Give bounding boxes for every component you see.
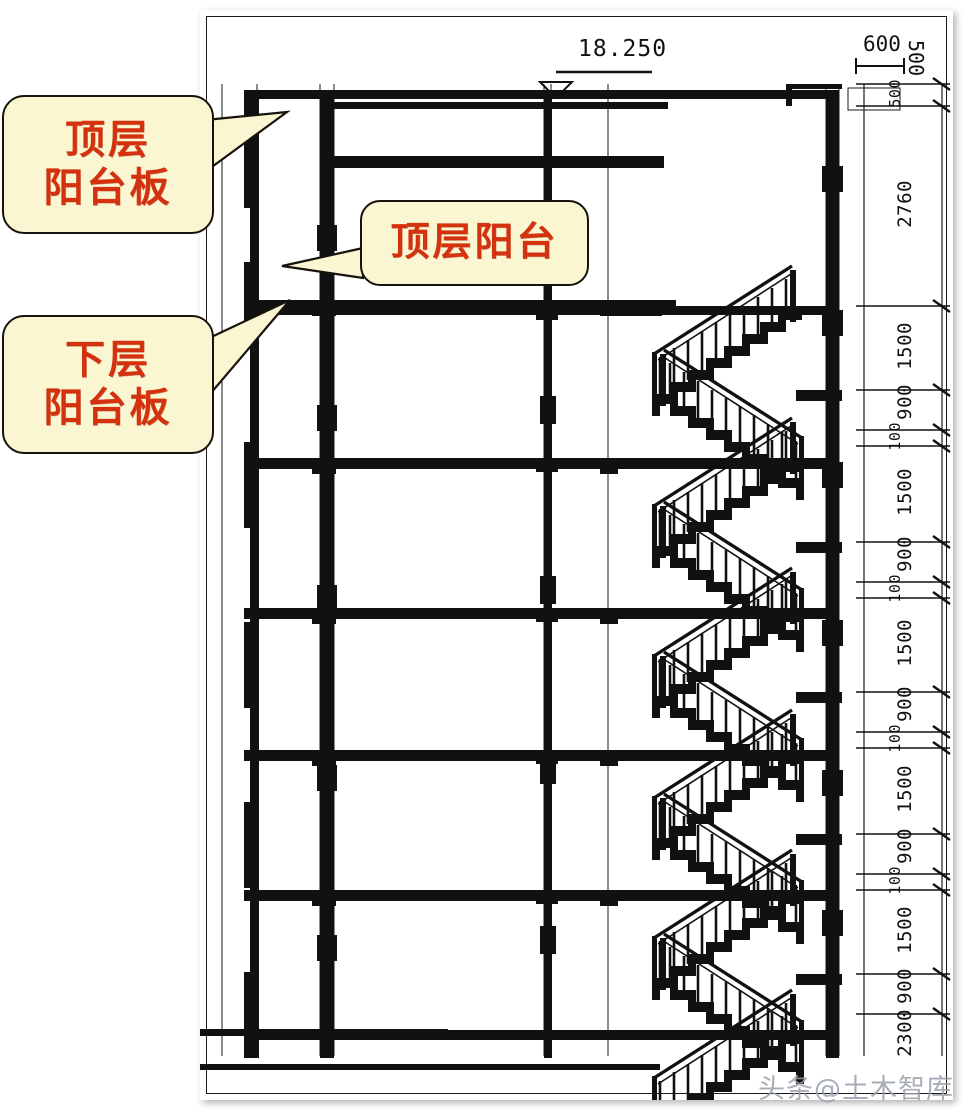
callout-line-2: 阳台板 [43,165,173,210]
callout-top-floor-balcony: 顶层阳台 [360,200,589,286]
dimension-label: 100 [886,574,904,603]
callout-line-2: 阳台板 [43,385,173,430]
dimension-label: 2760 [894,180,916,228]
callout-top-floor-balcony-slab: 顶层 阳台板 [2,95,214,234]
dimension-label: 900 [894,968,916,1004]
elevation-marker [537,70,652,100]
watermark: 头条@土木智库 [758,1074,954,1105]
dimension-label: 900 [894,384,916,420]
dimension-label: 900 [894,686,916,722]
dimension-label: 100 [886,866,904,895]
dimension-500-label: 500 [904,40,928,77]
callout-line-1: 下层 [65,338,151,383]
dimension-label: 900 [894,828,916,864]
dimension-label: 1500 [894,468,916,516]
stair-assembly [650,264,806,1100]
dimension-600-label: 600 [863,32,901,56]
callout-line-1: 顶层阳台 [390,220,559,264]
dimension-label: 500 [886,79,904,108]
dimension-ticks [856,83,950,1015]
top-dimension-600 [855,58,905,74]
dimension-label: 100 [886,422,904,451]
dimension-label: 1500 [894,322,916,370]
dimension-label: 1500 [894,906,916,954]
dimension-label: 100 [886,724,904,753]
callout-lower-floor-balcony-slab: 下层 阳台板 [2,315,214,454]
dimension-label: 1500 [894,619,916,667]
sheet-border [206,16,947,1094]
dimension-label: 1500 [894,765,916,813]
callout-line-1: 顶层 [65,118,151,163]
section-drawing [200,58,951,1100]
elevation-value: 18.250 [578,36,668,62]
dimension-label: 2300 [894,1009,916,1057]
dimension-label: 900 [894,536,916,572]
dimension-arrows [932,77,951,1021]
